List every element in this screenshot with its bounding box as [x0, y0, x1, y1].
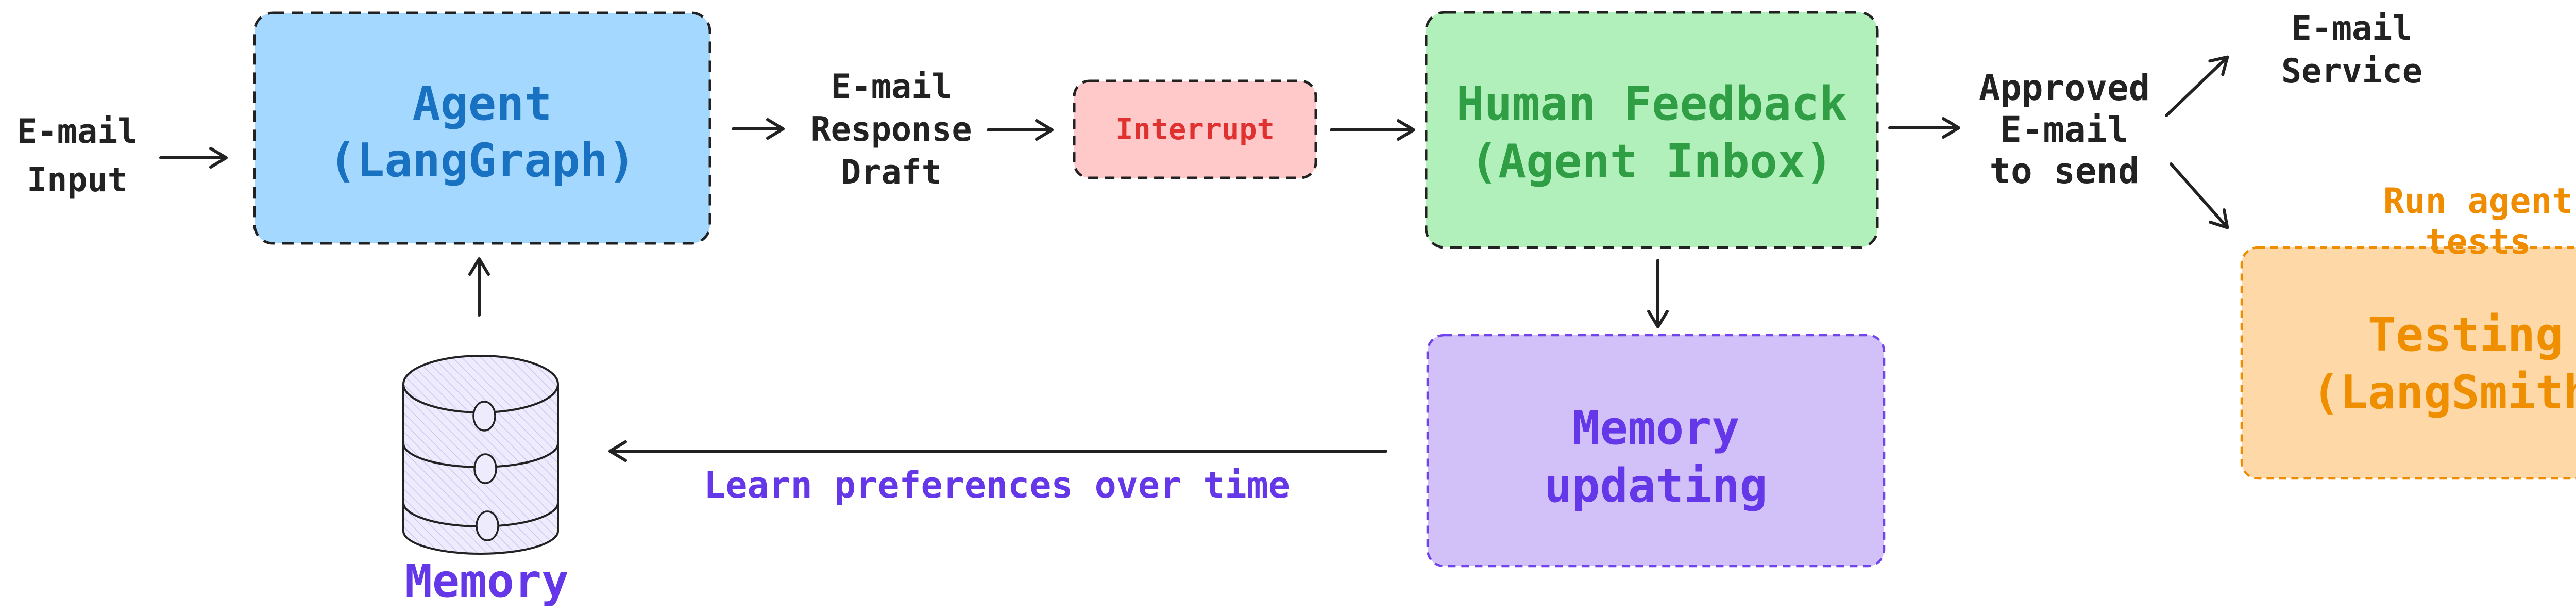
testing-box: [2240, 246, 2576, 480]
learn-preferences-label: Learn preferences over time: [704, 464, 1290, 506]
agent-box-label: Agent (LangGraph): [328, 76, 636, 188]
email-response-draft-label: E-mail Response Draft: [810, 68, 972, 192]
human-feedback-box-label: Human Feedback (Agent Inbox): [1456, 76, 1848, 189]
arrow-approved-to-service: [2165, 55, 2229, 117]
memory-updating-box-label: Memory updating: [1544, 401, 1768, 514]
memory-updating-box: [1426, 334, 1886, 568]
database-cylinder-icon: [402, 355, 559, 555]
arrow-approved-to-testing: [2170, 162, 2229, 229]
interrupt-box: [1073, 79, 1317, 179]
approved-email-label: Approved E-mail to send: [1978, 67, 2150, 192]
email-input-label: E-mail Input: [16, 112, 138, 200]
agent-box: [253, 11, 711, 245]
interrupt-box-label: Interrupt: [1115, 112, 1275, 146]
memory-label: Memory: [405, 554, 569, 608]
run-agent-tests-label: Run agent tests: [2383, 181, 2573, 262]
testing-box-label: Testing (LangSmith): [2312, 307, 2576, 420]
human-feedback-box: [1425, 11, 1879, 249]
email-service-label: E-mail Service: [2281, 9, 2422, 91]
